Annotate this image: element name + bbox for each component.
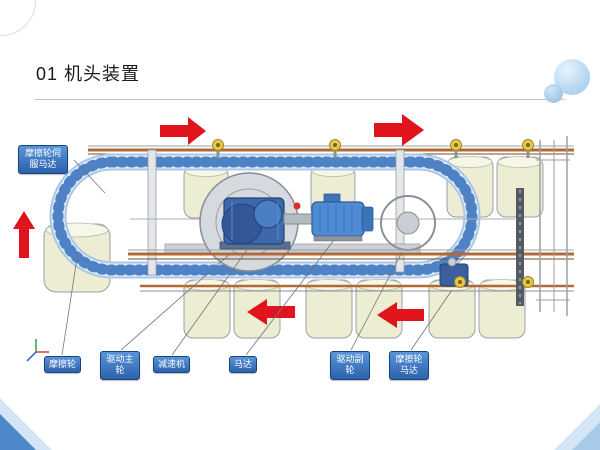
drive-sub-wheel <box>380 195 436 251</box>
drive-motor <box>311 193 374 242</box>
callout-drive-main-wheel: 驱动主轮 <box>100 351 140 380</box>
roller-wheel <box>183 279 231 339</box>
roller-wheel <box>496 156 544 218</box>
callout-friction-wheel-motor: 摩擦轮马达 <box>389 351 429 380</box>
support-post <box>147 149 405 276</box>
flow-arrow-bottom-right-left <box>377 302 424 328</box>
callout-drive-sub-wheel: 驱动副轮 <box>330 351 370 380</box>
flow-arrow-left-up <box>13 211 35 258</box>
callout-motor: 马达 <box>229 356 258 374</box>
callout-friction-wheel: 摩擦轮 <box>44 356 82 374</box>
origin-triad <box>26 339 49 362</box>
flow-arrow-bottom-middle-left <box>247 299 295 325</box>
guide-rail-mid <box>128 249 574 260</box>
roller-wheel <box>428 279 476 339</box>
flow-arrow-top-right-right <box>374 114 424 146</box>
trolley-pulley <box>212 139 534 288</box>
logo-bubble-small <box>544 84 563 103</box>
roller-wheel <box>305 279 353 339</box>
page-title: 01 机头装置 <box>36 64 141 84</box>
callout-leader-lines <box>61 159 453 356</box>
gearbox <box>219 197 291 250</box>
flow-arrow-top-left-right <box>160 117 206 145</box>
right-frame-structure <box>516 136 570 316</box>
drive-shaft <box>283 213 313 225</box>
callout-friction-wheel-servo-motor: 摩擦轮伺服马达 <box>18 145 68 174</box>
coupling-marker <box>293 202 301 210</box>
conveyor-chain <box>49 153 481 279</box>
title-divider <box>35 99 565 100</box>
guide-rail-bottom <box>140 284 574 292</box>
callout-reducer: 减速机 <box>153 356 191 374</box>
